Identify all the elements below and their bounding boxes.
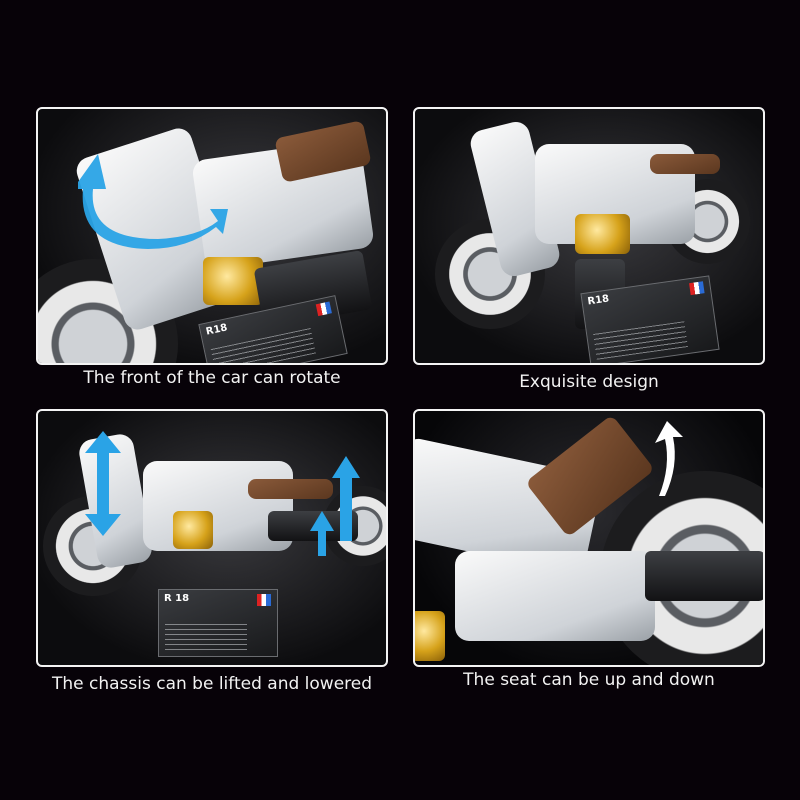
panel-seat-up-down (413, 409, 765, 667)
panel-front-rotate: R18 (36, 107, 388, 365)
motorcycle-image-closeup (415, 411, 763, 665)
rotate-arrow-icon (78, 154, 228, 249)
caption-chassis-lift: The chassis can be lifted and lowered (51, 674, 373, 694)
caption-front-rotate: The front of the car can rotate (83, 368, 341, 388)
engine (173, 511, 213, 549)
caption-exquisite-design: Exquisite design (519, 372, 659, 392)
panel-exquisite-design: R18 (413, 107, 765, 365)
motorcycle-image-front: R18 (38, 109, 386, 363)
engine (415, 611, 445, 661)
caption-seat-up-down: The seat can be up and down (463, 670, 715, 690)
model-placard: R 18 (158, 589, 278, 657)
motorcycle-image-profile: R 18 (38, 411, 386, 665)
seat-up-arrow-icon (655, 421, 683, 496)
frame-cover (455, 551, 655, 641)
motorcycle-image-side: R18 (415, 109, 763, 363)
lift-arrow-rear-icon (310, 456, 360, 556)
seat (650, 154, 720, 174)
stripe-logo (315, 301, 332, 317)
exhaust (645, 551, 763, 601)
panel-chassis-lift: R 18 (36, 409, 388, 667)
engine (203, 257, 263, 305)
engine (575, 214, 630, 254)
seat (248, 479, 333, 499)
stripe-logo (257, 594, 271, 606)
lift-arrow-front-icon (85, 431, 121, 536)
stripe-logo (689, 281, 705, 296)
